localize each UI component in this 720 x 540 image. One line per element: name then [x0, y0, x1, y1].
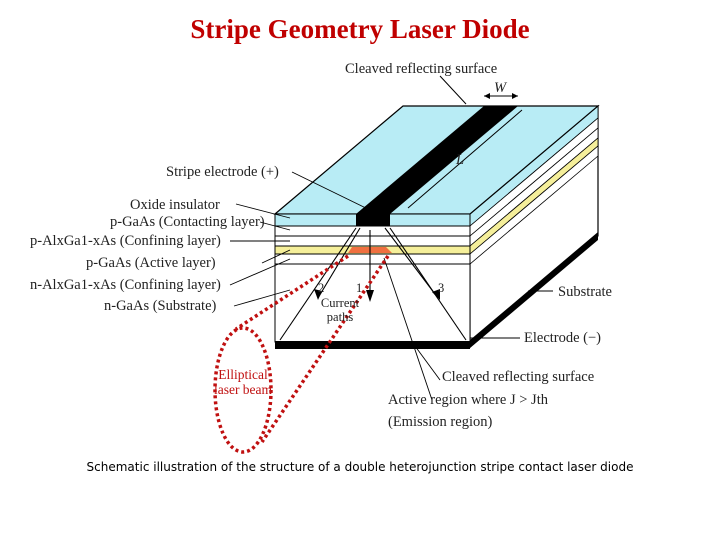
label-l: L — [455, 152, 464, 168]
label-active-region: Active region where J > Jth — [388, 392, 549, 408]
leader-lines — [229, 171, 553, 401]
page-title: Stripe Geometry Laser Diode — [190, 14, 530, 44]
caption: Schematic illustration of the structure … — [86, 460, 634, 474]
label-oxide: Oxide insulator — [130, 197, 220, 213]
label-substrate-right: Substrate — [558, 284, 612, 300]
side-bottom-electrode — [470, 232, 598, 348]
front-stripe-contact — [356, 214, 390, 228]
bottom-electrode — [275, 341, 470, 349]
beam-label-box: Elliptical laser beam — [213, 368, 273, 397]
label-path-2: 2 — [318, 281, 324, 295]
label-emission: (Emission region) — [388, 414, 492, 430]
label-electrode-neg: Electrode (−) — [524, 330, 601, 346]
label-active: p-GaAs (Active layer) — [86, 255, 216, 271]
front-confining-n-layer — [274, 253, 471, 265]
label-w: W — [494, 80, 508, 96]
label-stripe-electrode: Stripe electrode (+) — [166, 164, 279, 180]
label-current-paths: Current paths — [320, 296, 360, 324]
laser-beam — [213, 254, 390, 454]
label-contacting: p-GaAs (Contacting layer) — [110, 214, 265, 230]
label-beam: Elliptical laser beam — [213, 368, 273, 397]
dimension-arrowheads — [484, 93, 518, 99]
label-confining-n: n-AlxGa1-xAs (Confining layer) — [30, 277, 221, 293]
label-cleaved-bottom: Cleaved reflecting surface — [442, 369, 594, 385]
label-confining-p: p-AlxGa1-xAs (Confining layer) — [30, 233, 221, 249]
front-confining-p-layer — [274, 235, 471, 247]
current-paths — [279, 227, 467, 341]
current-paths-label-box: Current paths — [320, 296, 360, 324]
current-arrowheads — [314, 289, 440, 302]
label-path-1: 1 — [356, 281, 362, 295]
label-path-3: 3 — [438, 281, 444, 295]
front-contacting-layer — [274, 225, 471, 237]
label-cleaved-top: Cleaved reflecting surface — [345, 61, 497, 77]
label-substrate-left: n-GaAs (Substrate) — [104, 298, 217, 314]
stripe-electrode[interactable] — [356, 106, 518, 214]
